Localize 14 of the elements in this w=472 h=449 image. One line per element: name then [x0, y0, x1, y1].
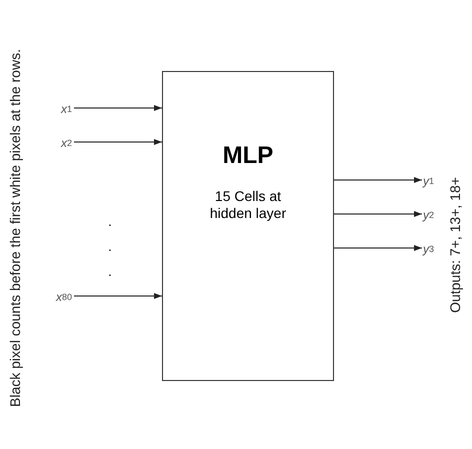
- side-note: Black pixel counts before the first white pixels at the rows.: [6, 49, 23, 407]
- side-note: Outputs: 7+, 13+, 18+: [446, 177, 463, 313]
- arrow: [334, 245, 422, 251]
- arrow: [334, 211, 422, 217]
- ellipsis-dot: .: [108, 238, 112, 254]
- ellipsis-dot: .: [108, 213, 112, 229]
- arrow: [74, 139, 162, 145]
- arrow: [74, 105, 162, 111]
- model-box: [162, 71, 334, 381]
- arrow: [334, 177, 422, 183]
- model-title: MLP: [222, 142, 274, 170]
- model-description: 15 Cells at hidden layer: [208, 188, 288, 222]
- ellipsis-dot: .: [108, 263, 112, 279]
- arrow: [74, 293, 162, 299]
